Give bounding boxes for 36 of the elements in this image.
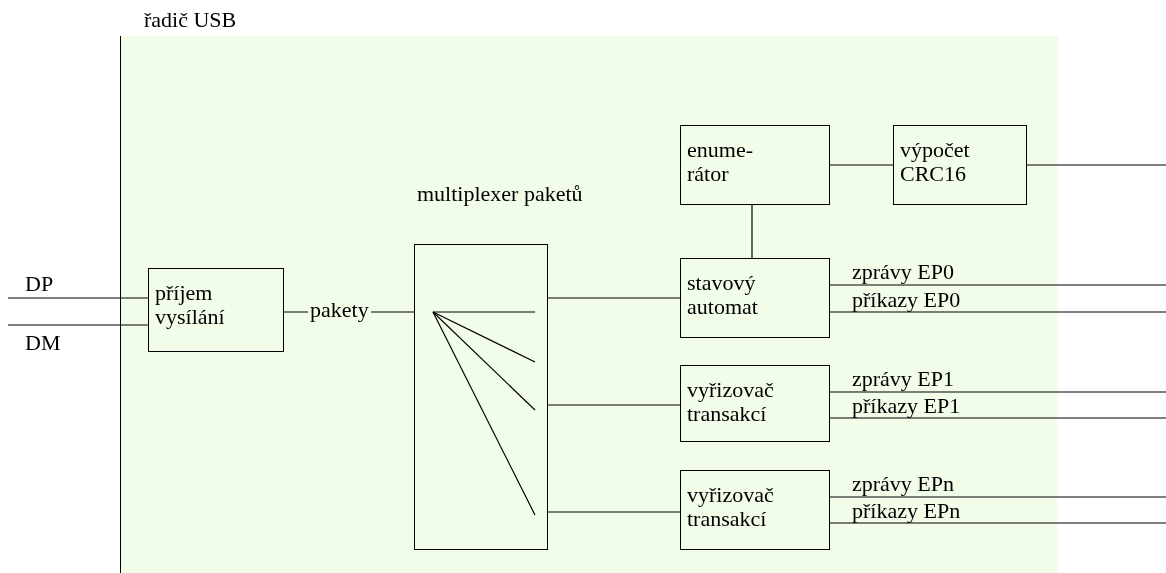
block-heading: multiplexer paketů [417, 182, 584, 206]
box-label: vyřizovač transakcí [687, 483, 775, 531]
box-label: enume-rátor [687, 138, 754, 186]
connector-line [547, 297, 681, 299]
connector-line [829, 496, 1166, 498]
process-box [893, 125, 1027, 205]
signal-label: DP [25, 272, 54, 296]
box-label: příjem vysílání [155, 281, 226, 329]
edge-label: zprávy EPn [852, 472, 955, 496]
connector-line [829, 391, 1166, 393]
connector-line [829, 311, 1166, 313]
connector-line [829, 522, 1166, 524]
connector-line [7, 297, 149, 299]
edge-label: příkazy EP1 [852, 394, 961, 418]
connector-line [829, 284, 1166, 286]
connector-line [547, 511, 681, 513]
signal-label: DM [25, 331, 61, 355]
process-box [680, 365, 830, 442]
connector-line [547, 404, 681, 406]
connector-line [1026, 164, 1166, 166]
edge-label: příkazy EPn [852, 499, 961, 523]
process-box [680, 125, 830, 205]
edge-label: příkazy EP0 [852, 288, 961, 312]
box-label: výpočet CRC16 [900, 138, 971, 186]
process-box [680, 470, 830, 550]
process-box [148, 268, 284, 352]
connector-line [751, 204, 753, 259]
edge-label: zprávy EP0 [852, 260, 955, 284]
process-box [680, 258, 830, 338]
box-label: vyřizovač transakcí [687, 378, 775, 426]
connector-line [829, 164, 894, 166]
edge-label: zprávy EP1 [852, 367, 955, 391]
block-title: řadič USB [144, 8, 237, 32]
connector-line [7, 324, 149, 326]
connector-line [829, 417, 1166, 419]
box-label: stavový automat [687, 271, 759, 319]
